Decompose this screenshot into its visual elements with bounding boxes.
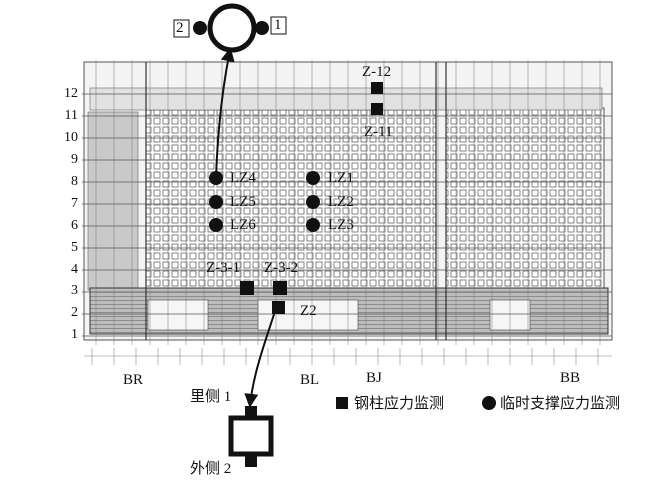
marker-z-3-1 [240,281,254,295]
column-label-bb: BB [560,370,581,386]
label-z2: Z2 [300,303,317,319]
label-z-3-2: Z-3-2 [264,260,299,276]
legend-steel-column: 钢柱应力监测 [336,392,444,413]
temporary-support-markers [209,171,320,232]
legend-temporary-support-label: 临时支撑应力监测 [500,396,621,412]
label-lz6: LZ6 [230,217,256,233]
row-label-1: 1 [71,327,78,342]
row-label-12: 12 [64,86,78,101]
legend-steel-column-label: 钢柱应力监测 [354,396,445,412]
steel-column-markers [240,82,383,314]
marker-lz6 [209,218,223,232]
bottom-detail-label-outer: 外侧 2 [190,461,232,477]
row-label-5: 5 [71,240,78,255]
marker-lz1 [306,171,320,185]
row-label-7: 7 [71,196,78,211]
top-detail-label-right: 1 [274,17,282,33]
row-label-9: 9 [71,152,78,167]
top-detail-label-left: 2 [176,20,184,36]
label-z-12: Z-12 [362,64,392,80]
square-icon [336,397,348,409]
row-label-6: 6 [71,218,78,233]
label-lz4: LZ4 [230,170,256,186]
column-label-bl: BL [300,372,320,388]
column-label-bj: BJ [366,370,382,386]
marker-lz4 [209,171,223,185]
top-section-detail [173,3,287,53]
label-lz1: LZ1 [328,170,354,186]
marker-lz5 [209,195,223,209]
leader-to-top-detail [215,47,235,179]
label-lz2: LZ2 [328,194,354,210]
label-z-11: Z-11 [364,124,393,140]
row-label-11: 11 [64,108,78,123]
row-label-8: 8 [71,174,78,189]
legend-temporary-support: 临时支撑应力监测 [482,392,620,413]
label-lz3: LZ3 [328,217,354,233]
circle-icon [482,396,496,410]
row-label-3: 3 [71,283,78,298]
axis-gridlines [82,60,612,365]
marker-lz3 [306,218,320,232]
label-lz5: LZ5 [230,194,256,210]
marker-z-11 [371,103,383,115]
marker-lz2 [306,195,320,209]
bottom-section-detail [228,406,274,467]
marker-z-3-2 [273,281,287,295]
row-label-4: 4 [71,262,78,277]
marker-z2 [272,301,285,314]
label-z-3-1: Z-3-1 [206,260,241,276]
row-label-2: 2 [71,305,78,320]
leader-to-bottom-detail [244,307,277,408]
marker-z-12 [371,82,383,94]
column-label-br: BR [123,372,144,388]
bottom-detail-label-inner: 里侧 1 [190,389,232,405]
row-label-10: 10 [64,130,78,145]
